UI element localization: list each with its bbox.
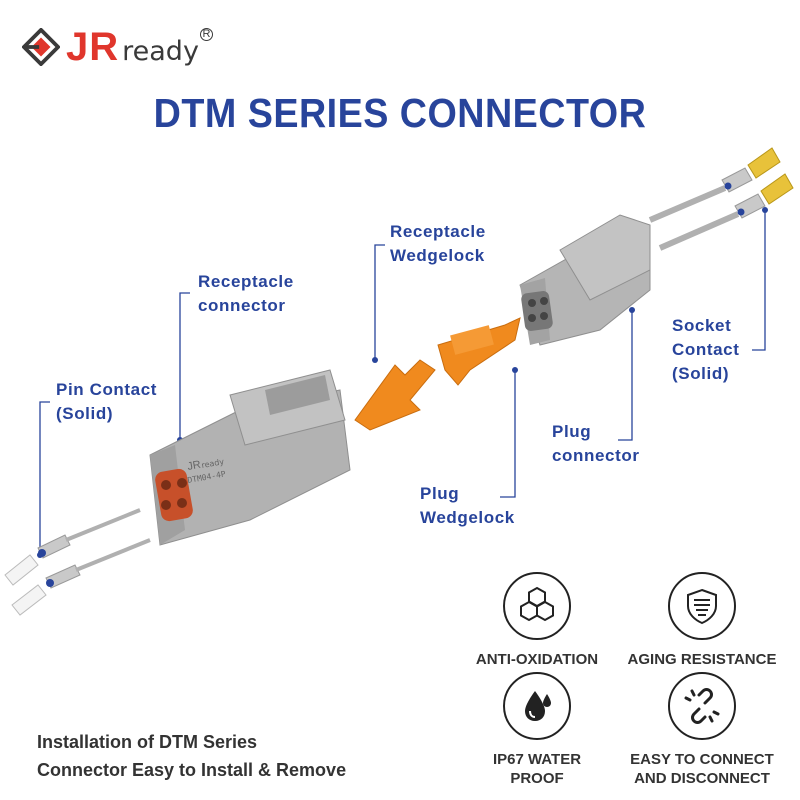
callout-receptacle-connector: Receptacle connector	[198, 272, 294, 315]
water-drop-icon	[503, 672, 571, 740]
feature-water-proof: IP67 WATER PROOF	[452, 672, 622, 788]
pin-contact-lower	[11, 538, 151, 616]
product-marking-brand: JR	[186, 459, 201, 473]
feature-label: EASY TO CONNECT AND DISCONNECT	[630, 751, 774, 787]
callout-receptacle-wedgelock: Receptacle Wedgelock	[390, 222, 486, 265]
feature-label: AGING RESISTANCE	[627, 651, 777, 668]
installation-note: Installation of DTM Series Connector Eas…	[37, 732, 347, 780]
feature-aging-resistance: AGING RESISTANCE	[617, 572, 787, 669]
callout-socket-contact: Socket Contact (Solid)	[672, 316, 740, 383]
callout-pin-contact: Pin Contact (Solid)	[56, 380, 158, 423]
receptacle-connector-housing: JR ready DTM04-4P	[149, 369, 351, 546]
feature-anti-oxidation: ANTI-OXIDATION	[452, 572, 622, 669]
plug-wedgelock	[437, 317, 521, 386]
page-title: DTM SERIES CONNECTOR	[153, 90, 647, 136]
callout-plug-connector: Plug connector	[552, 422, 640, 465]
leader-lines	[39, 210, 766, 555]
brand-suffix: ready	[122, 35, 199, 67]
broken-link-icon	[668, 672, 736, 740]
receptacle-wedgelock	[354, 359, 436, 431]
pin-contact-upper	[4, 508, 141, 586]
registered-mark: R	[199, 27, 213, 41]
feature-easy-connect: EASY TO CONNECT AND DISCONNECT	[617, 672, 787, 788]
leader-plug-connector	[618, 310, 633, 441]
leader-pin-contact	[39, 401, 50, 555]
feature-label: IP67 WATER PROOF	[492, 751, 582, 787]
feature-label: ANTI-OXIDATION	[475, 651, 599, 668]
shield-icon	[668, 572, 736, 640]
callout-plug-wedgelock: Plug Wedgelock	[420, 484, 515, 527]
brand-logo: JR ready R	[22, 22, 213, 72]
hexagon-molecule-icon	[503, 572, 571, 640]
leader-plug-wedgelock	[500, 370, 516, 498]
product-marking-ready: ready	[201, 457, 225, 470]
leader-receptacle-connector	[179, 292, 190, 440]
brand-name: JR	[66, 24, 120, 69]
brand-mark-icon	[22, 28, 60, 66]
leader-receptacle-wedgelock	[374, 244, 385, 360]
plug-connector-housing	[519, 214, 651, 346]
socket-contact-upper	[648, 147, 781, 223]
socket-contact-lower	[658, 173, 794, 251]
leader-socket-contact	[752, 210, 766, 351]
